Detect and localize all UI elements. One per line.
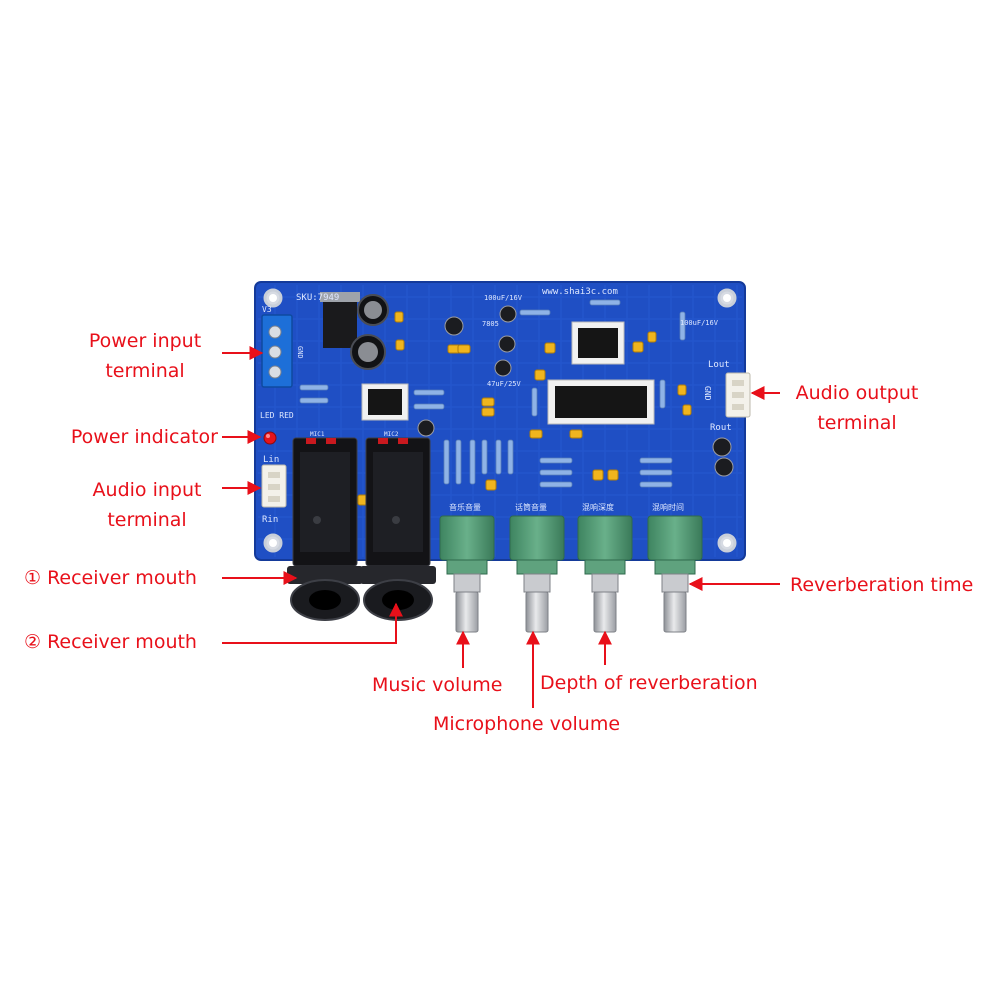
silk-cap-mid: 47uF/25V	[487, 380, 522, 388]
silk-lin: Lin	[263, 455, 279, 465]
silk-v3: V3	[262, 305, 272, 314]
silk-knob-label-3: 混响深度	[582, 502, 614, 512]
ic-chips	[361, 321, 655, 425]
voltage-regulator	[320, 292, 360, 348]
silk-gnd-right: GND	[703, 386, 712, 401]
silk-reg: 7805	[482, 320, 499, 328]
label-power-input-line2: terminal	[105, 360, 185, 382]
label-reverberation-time: Reverberation time	[790, 574, 974, 596]
label-depth-of-reverberation: Depth of reverberation	[540, 672, 758, 694]
label-microphone-volume: Microphone volume	[433, 713, 621, 735]
label-audio-output-line1: Audio output	[795, 382, 919, 404]
silkscreen: SKU:7949 www.shai3c.com V3 GND LED RED L…	[260, 287, 732, 525]
power-terminal-block	[261, 314, 293, 388]
silk-cap-top-right: 100uF/16V	[680, 319, 719, 327]
label-audio-input-line2: terminal	[107, 509, 187, 531]
label-audio-output-line2: terminal	[817, 412, 897, 434]
silk-lout: Lout	[708, 360, 730, 370]
power-led	[263, 431, 277, 445]
audio-input-connector	[261, 464, 287, 508]
mic-jack-1	[287, 437, 363, 621]
resistors	[299, 299, 686, 488]
arrow-receiver-2	[222, 602, 403, 644]
silk-led-red: LED RED	[260, 411, 294, 420]
label-audio-input-terminal: Audio input terminal	[72, 475, 222, 535]
label-power-input-line1: Power input	[88, 330, 202, 352]
label-audio-output-terminal: Audio output terminal	[782, 378, 932, 438]
silk-knob-label-2: 话筒音量	[515, 502, 547, 512]
pot-depth-of-reverberation	[577, 515, 633, 633]
label-audio-input-line1: Audio input	[92, 479, 202, 501]
label-music-volume: Music volume	[372, 674, 503, 696]
silk-rin: Rin	[262, 515, 278, 525]
pot-microphone-volume	[509, 515, 565, 633]
label-power-input-terminal: Power input terminal	[70, 326, 220, 386]
mounting-holes	[263, 288, 737, 553]
callout-arrows	[222, 346, 780, 708]
silk-rout: Rout	[710, 423, 732, 433]
label-receiver-mouth-1: ① Receiver mouth	[24, 567, 197, 589]
silk-knob-label-4: 混响时间	[652, 502, 684, 512]
silk-website: www.shai3c.com	[542, 287, 618, 297]
small-capacitors	[417, 305, 734, 477]
silk-mic2: MIC2	[384, 431, 399, 438]
mic-jack-2	[360, 437, 436, 621]
audio-output-connector	[725, 372, 751, 418]
silk-sku: SKU:7949	[296, 293, 339, 303]
silk-knob-label-1: 音乐音量	[449, 502, 481, 512]
silk-mic1: MIC1	[310, 431, 325, 438]
silk-gnd-left: GND	[296, 346, 304, 359]
label-power-indicator: Power indicator	[70, 426, 218, 448]
pot-reverberation-time	[647, 515, 703, 633]
large-capacitors	[350, 294, 389, 370]
label-receiver-mouth-2: ② Receiver mouth	[24, 631, 197, 653]
pot-music-volume	[439, 515, 495, 633]
silk-cap-top: 100uF/16V	[484, 294, 523, 302]
